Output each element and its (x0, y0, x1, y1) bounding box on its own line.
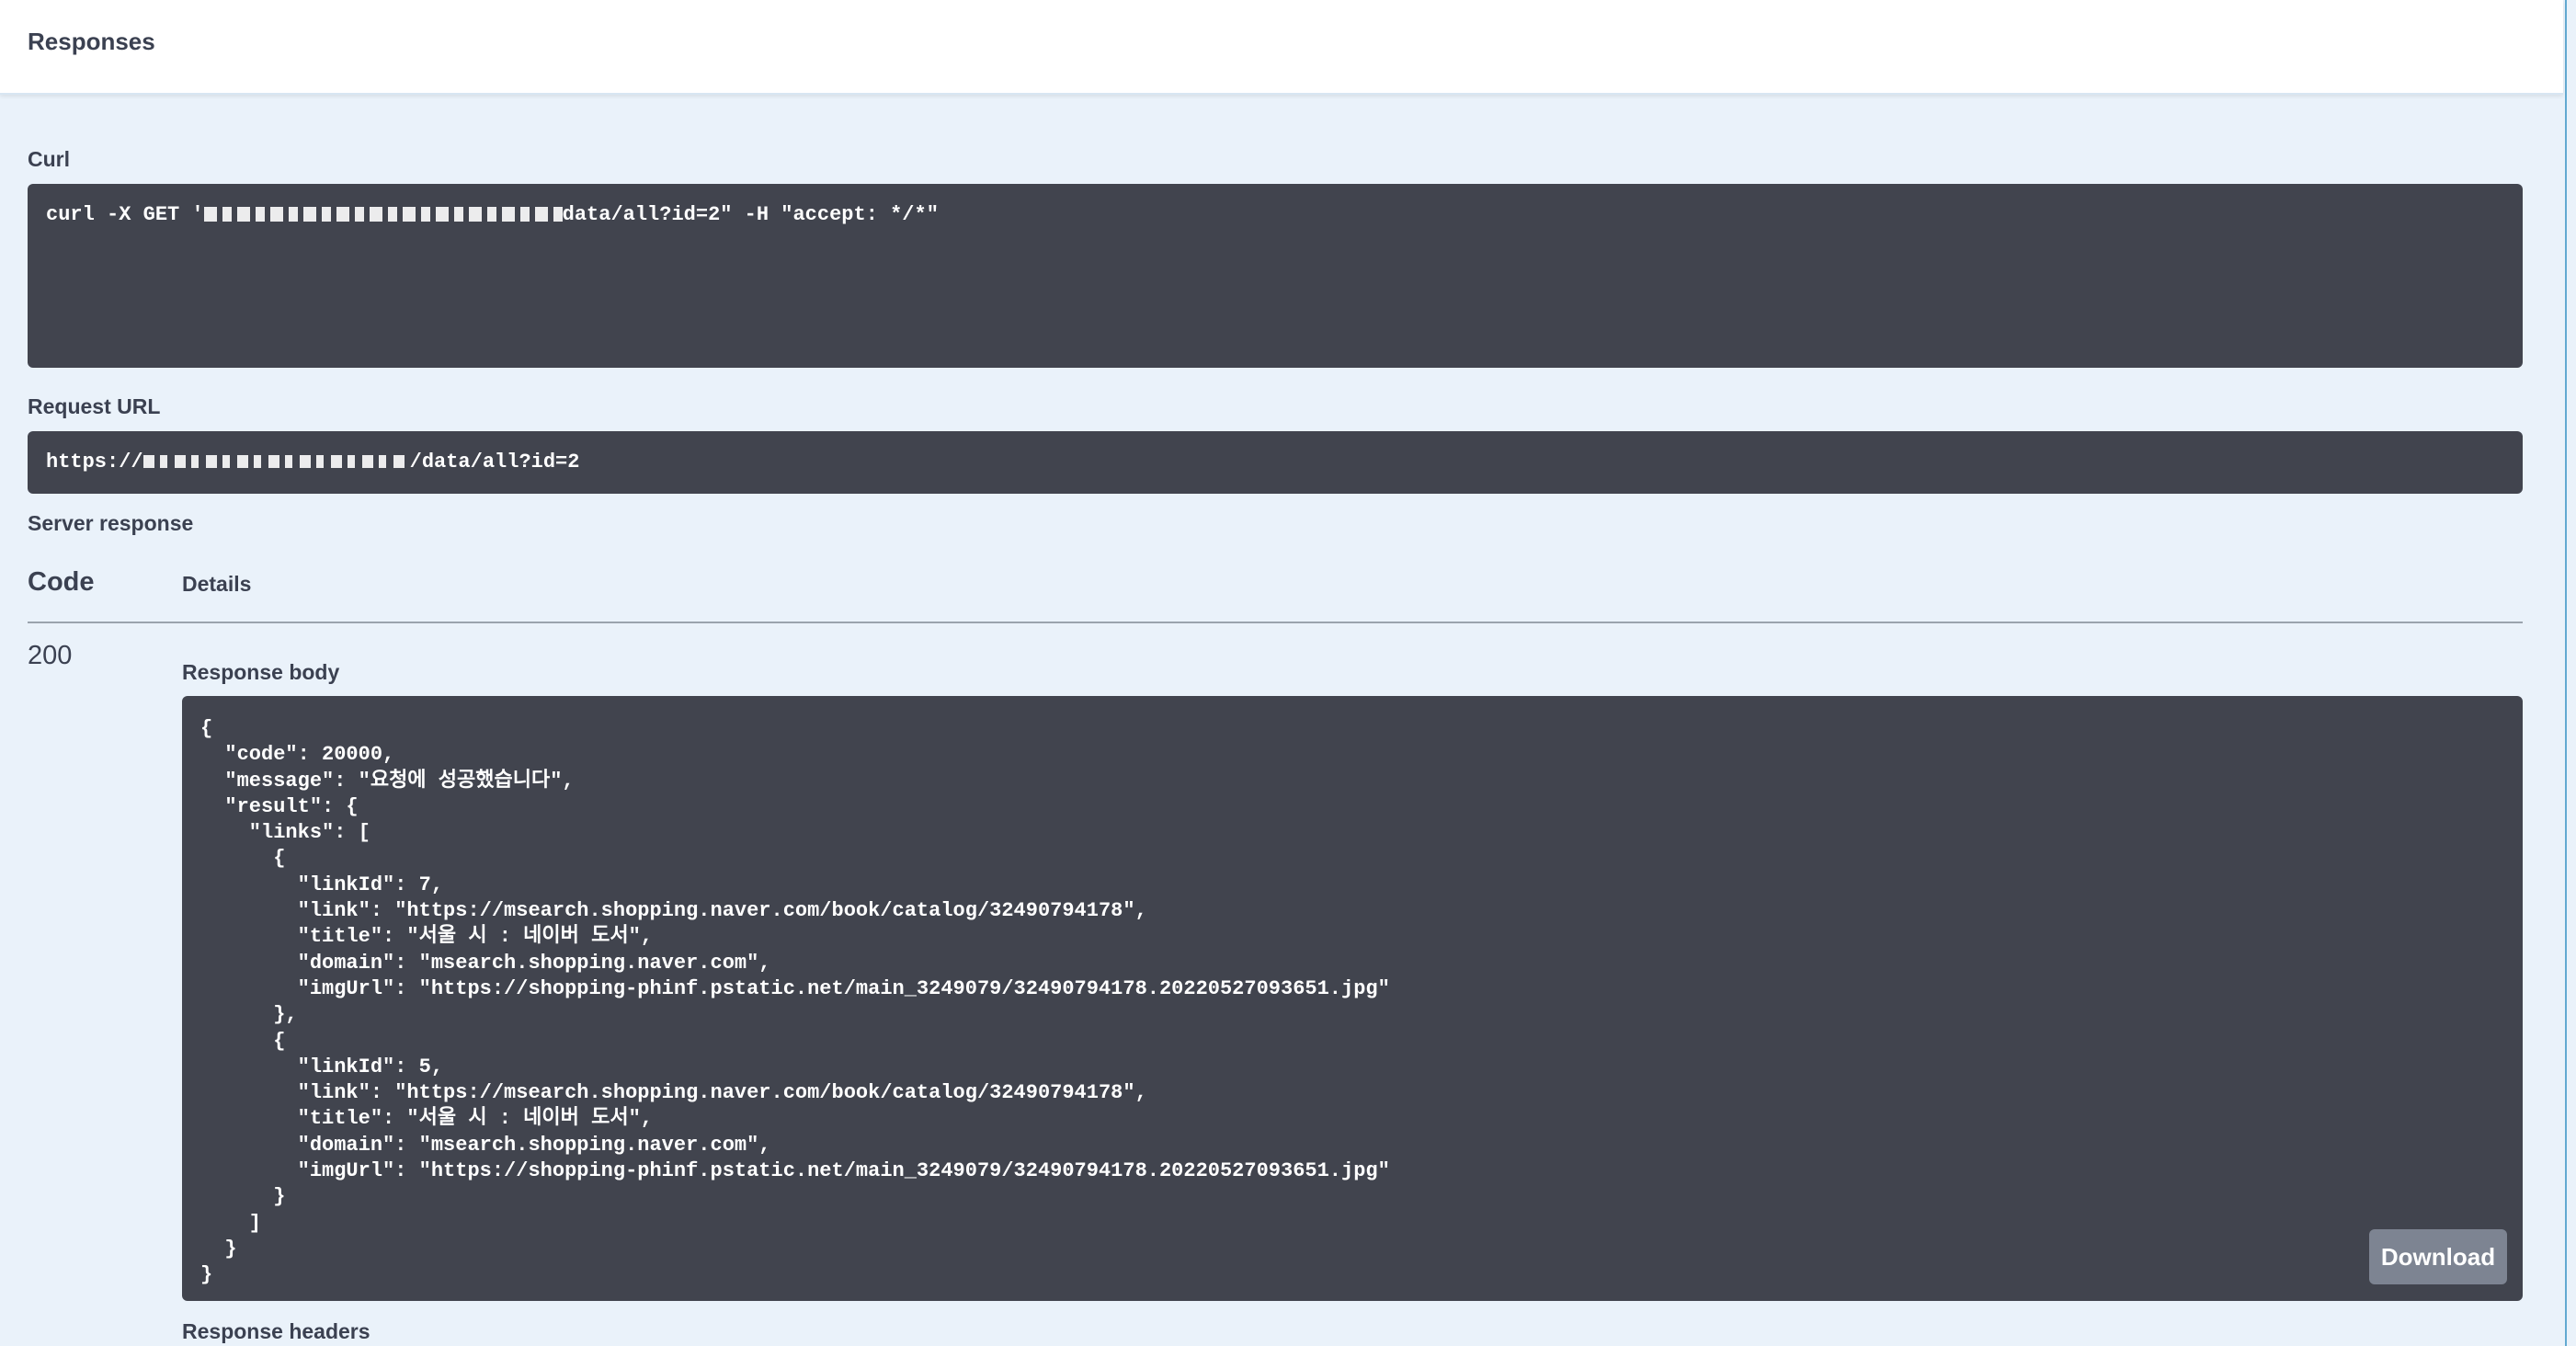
response-body-block[interactable]: { "code": 20000, "message": "요청에 성공했습니다"… (182, 696, 2523, 1301)
details-column-header: Details (182, 572, 252, 596)
table-divider (28, 622, 2523, 623)
download-button[interactable]: Download (2369, 1229, 2507, 1284)
server-response-label: Server response (28, 511, 194, 535)
response-headers-label: Response headers (182, 1319, 370, 1343)
request-url-block[interactable]: https:///data/all?id=2 (28, 431, 2523, 494)
curl-command: curl -X GET 'data/all?id=2" -H "accept: … (46, 203, 939, 226)
response-body-json: { "code": 20000, "message": "요청에 성공했습니다"… (200, 717, 1390, 1287)
request-url-label: Request URL (28, 394, 161, 418)
curl-code-block[interactable]: curl -X GET 'data/all?id=2" -H "accept: … (28, 184, 2523, 368)
status-code: 200 (28, 641, 73, 670)
response-body-label: Response body (182, 660, 340, 684)
right-edge-border (2565, 0, 2567, 1346)
responses-title: Responses (28, 28, 155, 55)
redacted-host (203, 207, 563, 222)
request-url-text: https:///data/all?id=2 (46, 451, 580, 473)
redacted-host (142, 455, 410, 469)
code-column-header: Code (28, 567, 95, 597)
responses-header: Responses (0, 0, 2563, 95)
curl-label: Curl (28, 147, 70, 171)
